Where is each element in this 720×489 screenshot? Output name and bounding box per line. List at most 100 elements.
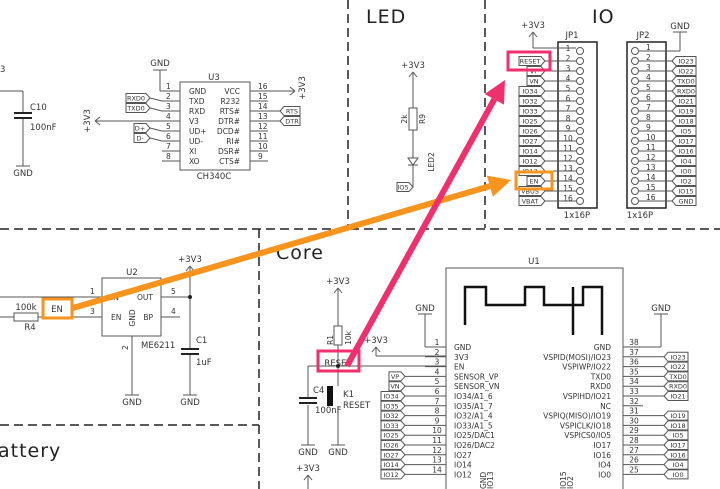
u1-pin-number: 3 bbox=[435, 358, 440, 367]
u3-pin-name: GND bbox=[189, 87, 206, 96]
net-label-shape bbox=[518, 86, 546, 96]
net-label-shape bbox=[671, 126, 697, 136]
u1-pin-number: 37 bbox=[629, 348, 639, 357]
net-label-shape bbox=[133, 133, 151, 143]
header-pin-icon bbox=[631, 57, 639, 65]
jp2-ref: JP2 bbox=[635, 31, 649, 41]
c4-ground: GND bbox=[298, 448, 318, 458]
net-label-shape bbox=[380, 430, 406, 441]
jp1-pin-number: 12 bbox=[563, 154, 573, 163]
u3-pin-number: 3 bbox=[166, 102, 171, 111]
jp1-pin-number: 5 bbox=[566, 84, 571, 93]
header-pin-icon bbox=[576, 87, 584, 95]
u1-pin-name: IO25/DAC1 bbox=[454, 431, 495, 440]
net-label-shape bbox=[279, 116, 301, 126]
section-title-io: IO bbox=[592, 6, 615, 28]
jp2-pin-number: 5 bbox=[646, 83, 651, 92]
u2-pin-name: OUT bbox=[137, 293, 153, 302]
capacitor-plate bbox=[181, 353, 199, 355]
jp2-net-label: IO16 bbox=[678, 148, 693, 156]
u1-net-label: TXD0 bbox=[668, 373, 687, 381]
header-pin-icon bbox=[631, 137, 639, 145]
header-pin-icon bbox=[631, 197, 639, 205]
power-arrow bbox=[289, 90, 296, 96]
junction-dot bbox=[336, 364, 340, 368]
net-label-shape bbox=[125, 103, 151, 113]
k1-ref: K1 bbox=[343, 390, 354, 400]
c10-ground: GND bbox=[13, 169, 33, 179]
u1-pin-number: 34 bbox=[629, 377, 639, 386]
u2-pin-name: GND bbox=[128, 309, 137, 326]
net-label-shape bbox=[526, 176, 546, 186]
net-label-shape bbox=[518, 106, 546, 116]
u3-net-label: D- bbox=[136, 135, 144, 143]
u1-pin-name: IO0 bbox=[598, 470, 611, 479]
power-arrow bbox=[307, 474, 313, 481]
net-label-shape bbox=[380, 449, 406, 460]
u1-pin-name: VSPIWP/IO22 bbox=[562, 363, 611, 372]
header-pin-icon bbox=[576, 197, 584, 205]
capacitor-plate bbox=[299, 397, 317, 399]
header-pin-icon bbox=[576, 147, 584, 155]
k1-ground: GND bbox=[328, 448, 348, 458]
net-label-shape bbox=[380, 400, 406, 411]
c10-ref: C10 bbox=[30, 103, 47, 113]
header-pin-icon bbox=[631, 147, 639, 155]
reset-highlight-box bbox=[316, 349, 361, 373]
u1-net-label: IO25 bbox=[383, 432, 398, 440]
u1-pin-number: 29 bbox=[629, 426, 639, 435]
net-label-shape bbox=[671, 156, 697, 166]
u1-pin-number: 14 bbox=[432, 465, 442, 474]
u3-pin-number: 5 bbox=[166, 122, 171, 131]
u3-pin-number: 16 bbox=[258, 82, 268, 91]
jp2-pin-number: 4 bbox=[646, 73, 651, 82]
u1-bottom-pin-name: GND bbox=[479, 472, 488, 489]
jp2-net-label: IO5 bbox=[680, 128, 691, 136]
u3-pin-number: 15 bbox=[258, 92, 268, 101]
u1-pin-name: IO27 bbox=[454, 451, 472, 460]
u3-pin-name: DSR# bbox=[218, 147, 240, 156]
reset-arrow-head-icon bbox=[484, 80, 505, 105]
net-label-shape bbox=[518, 146, 546, 156]
u1-pin-name: IO4 bbox=[598, 461, 611, 470]
net-label-shape bbox=[663, 410, 689, 421]
header-pin-icon bbox=[631, 167, 639, 175]
net-label-shape bbox=[663, 430, 689, 441]
jp2-pin-number: 16 bbox=[646, 193, 656, 202]
power-arrow bbox=[303, 474, 309, 481]
c4-value: 100nF bbox=[315, 406, 342, 416]
u1-net-label: VP bbox=[391, 373, 399, 381]
u3-body bbox=[179, 81, 251, 171]
pin2-power-label: +3V3 bbox=[364, 336, 388, 346]
r1-value: 10k bbox=[344, 330, 353, 345]
jp1-pin-number: 16 bbox=[563, 194, 573, 203]
jp2-net-label: TXD0 bbox=[676, 78, 695, 86]
u1-pin-number: 32 bbox=[629, 397, 639, 406]
jp1-net-label: EN bbox=[530, 178, 539, 186]
u1-net-label: IO12 bbox=[383, 471, 398, 479]
net-label-shape bbox=[388, 381, 406, 392]
u1-pin-name: TXD0 bbox=[590, 372, 611, 381]
u1-net-label: IO0 bbox=[672, 471, 683, 479]
jp1-power-label: +3V3 bbox=[521, 21, 545, 31]
net-label-shape bbox=[663, 361, 689, 372]
u1-ref: U1 bbox=[528, 257, 540, 267]
c10-value: 100nF bbox=[30, 123, 57, 133]
u1-ground-left: GND bbox=[415, 304, 435, 314]
jp1-net-label: IO34 bbox=[522, 88, 537, 96]
u2-pin-number: 4 bbox=[171, 307, 176, 316]
wire bbox=[149, 97, 163, 102]
power-arrow bbox=[412, 71, 418, 78]
u3-pin-name: UD- bbox=[189, 137, 203, 146]
header-pin-icon bbox=[631, 97, 639, 105]
u3-pin-number: 12 bbox=[258, 122, 268, 131]
jp1-net-label: IO32 bbox=[522, 98, 537, 106]
u1-bottom-pin-name: IO15 bbox=[559, 471, 568, 489]
header-pin-icon bbox=[631, 67, 639, 75]
jp2-pin-number: 6 bbox=[646, 93, 651, 102]
u1-pin-number: 11 bbox=[432, 436, 442, 445]
partial-label: 3 bbox=[0, 65, 5, 75]
net-label-shape bbox=[671, 96, 697, 106]
u1-pin-number: 35 bbox=[629, 367, 639, 376]
u1-pin-name: VSPIHD/IO21 bbox=[563, 392, 611, 401]
